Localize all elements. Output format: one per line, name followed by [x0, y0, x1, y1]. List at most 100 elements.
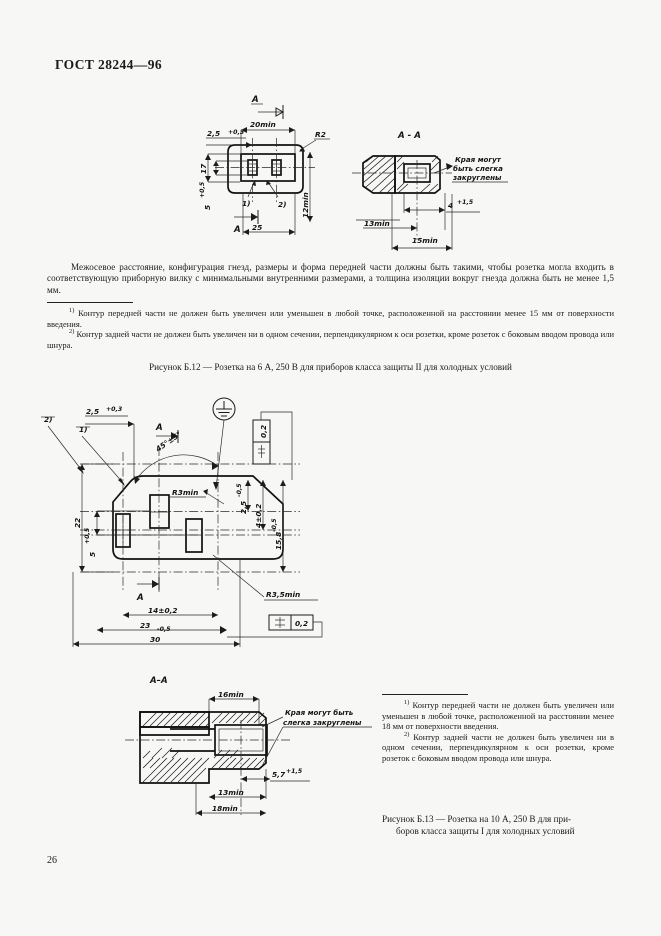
- b13-section-arrow-a-top: A: [155, 423, 179, 443]
- footnote-bottom-1: 1) Контур передней части не должен быть …: [382, 699, 615, 732]
- dim-4-tolerance: +1,5: [457, 199, 473, 206]
- dim-23-tol: -0,5: [157, 626, 171, 633]
- b13-tolerance-frame-vertical: 0,2: [252, 411, 293, 480]
- dim-16min: 16min: [218, 690, 244, 699]
- dim-20min: 20min: [250, 120, 276, 129]
- footnotes-bottom-block: 1) Контур передней части не должен быть …: [382, 699, 615, 764]
- footnote-bottom-2-marker: 2): [404, 730, 410, 738]
- main-paragraph: Межосевое расстояние, конфигурация гнезд…: [47, 262, 614, 295]
- b13-dim-23: 23 -0,5: [97, 621, 227, 634]
- b13aa-dim-16min: 16min: [208, 690, 260, 735]
- parallelism-symbol-icon: [258, 445, 265, 458]
- dim-4-b13: 4±0,2: [254, 504, 263, 528]
- dim-4: 4: [448, 201, 453, 210]
- b13-dim-14: 14±0,2: [123, 606, 218, 618]
- b13-balloon-2: 2): [41, 415, 84, 474]
- note-line-3: закруглены: [452, 173, 502, 182]
- main-paragraph-block: Межосевое расстояние, конфигурация гнезд…: [47, 262, 614, 296]
- dim-r3-5min: R3,5min: [266, 590, 300, 599]
- page-number: 26: [47, 855, 57, 866]
- dim-5-7: 5,7: [272, 770, 286, 779]
- b13aa-note-line-2: слегка закруглены: [283, 718, 362, 727]
- b12-dim-17: 17: [199, 153, 240, 183]
- b13-label-a-top: A: [155, 423, 163, 433]
- b13-dim-2-5: 2,5 +0,3: [85, 406, 135, 478]
- dim-5-tol-b13: +0,5: [84, 528, 91, 544]
- section-arrow-a-bottom: A: [233, 210, 259, 235]
- running-head: ГОСТ 28244—96: [55, 57, 162, 72]
- b13-dim-22: 22: [73, 463, 113, 573]
- dim-2-5b: 2,5: [239, 501, 248, 514]
- footnote-top-1-marker: 1): [69, 307, 75, 315]
- b12-dim-r2: R2: [299, 130, 330, 152]
- b13aa-dim-5-7: 5,7 +1,5: [241, 768, 310, 782]
- dim-5-b13: 5: [88, 552, 97, 557]
- b13aa-note-edges: Края могут быть слегка закруглены: [261, 708, 372, 767]
- figure-b13-section-aa: A–A 16min: [125, 676, 372, 816]
- label-section-a-a-top: A - A: [397, 131, 421, 141]
- b13-tolerance-frame-horizontal: 0,2: [227, 614, 323, 638]
- footnote-top-1-text: Контур передней части не должен быть уве…: [47, 308, 615, 329]
- b12-dim-20min: 20min: [240, 120, 296, 153]
- b13aa-dim-18min: 18min: [195, 783, 266, 816]
- b13aa-body: [125, 711, 290, 815]
- footnote-top-2: 2) Контур задней части не должен быть ув…: [47, 329, 614, 350]
- b13-dim-30: 30: [72, 560, 241, 647]
- b12-front-view: [215, 138, 315, 202]
- tolerance-value-horizontal: 0,2: [295, 619, 308, 628]
- footnote-top-2-text: Контур задней части не должен быть увели…: [47, 329, 614, 350]
- caption-b13-line1: Рисунок Б.13 — Розетка на 10 А, 250 В дл…: [382, 814, 572, 824]
- b12-balloon-1: 1): [242, 180, 256, 208]
- section-arrow-a-top: A: [251, 95, 285, 119]
- dim-30: 30: [150, 635, 160, 644]
- b13-dim-2-5-val: 2,5: [86, 407, 99, 416]
- dim-12min: 12min: [301, 192, 310, 218]
- footnotes-top-block: 1) Контур передней части не должен быть …: [47, 307, 615, 350]
- b12-section-aa: [352, 155, 452, 240]
- note-line-1: Края могут: [455, 155, 502, 164]
- figure-b12-drawing: A: [199, 95, 508, 251]
- b13-balloon-1-label: 1): [79, 425, 88, 434]
- b12-note-edges: Края могут быть слегка закруглены: [433, 155, 508, 183]
- dim-22: 22: [73, 518, 82, 528]
- footnote-bottom-1-text: Контур передней части не должен быть уве…: [382, 700, 615, 732]
- b13-dim-2-5b: 2,5 -0,5: [236, 480, 251, 514]
- dim-17: 17: [199, 163, 208, 174]
- b13-balloon-1: 1): [76, 425, 125, 486]
- b12-balloon-2: 2): [266, 180, 287, 209]
- b13-dim-4: 4±0,2: [254, 480, 266, 530]
- dim-18min: 18min: [212, 804, 238, 813]
- note-line-2: быть слегка: [453, 164, 503, 173]
- dim-13min: 13min: [218, 788, 244, 797]
- caption-b13: Рисунок Б.13 — Розетка на 10 А, 250 В дл…: [382, 813, 614, 837]
- b12-dim-4: 4 +1,5: [403, 193, 480, 230]
- dim-5-tolerance: +0,5: [199, 182, 206, 198]
- b12-dim-12min: 12min: [301, 152, 313, 222]
- dim-15-8-tol: -0,5: [271, 518, 278, 532]
- b12-dim-15min: 15min: [391, 194, 453, 251]
- footnote-bottom-1-marker: 1): [404, 699, 410, 707]
- dim-13min: 13min: [364, 219, 390, 228]
- b13aa-dim-13min: 13min: [209, 769, 267, 800]
- footnote-bottom-2: 2) Контур задней части не должен быть ув…: [382, 730, 614, 764]
- dim-15min: 15min: [412, 236, 438, 245]
- b12-dim-13min: 13min: [356, 219, 417, 231]
- label-section-a-bottom: A: [233, 225, 241, 235]
- b13aa-note-line-1: Края могут быть: [285, 708, 354, 717]
- b13-dim-r3min: R3min: [170, 488, 225, 505]
- b13-label-a-bottom: A: [136, 593, 144, 603]
- b13-balloon-2-label: 2): [44, 415, 53, 424]
- dim-15-8: 15,8: [274, 532, 283, 550]
- parallelism-symbol-icon-2: [275, 617, 285, 628]
- caption-b13-line2: боров класса защиты I для холодных услов…: [396, 826, 575, 836]
- dim-2-5: 2,5: [207, 129, 220, 138]
- b13-dim-r3-5min: R3,5min: [212, 554, 318, 601]
- dim-r2: R2: [315, 130, 326, 139]
- b13-section-aa-title: A–A: [149, 676, 168, 686]
- b12-dim-2-5: 2,5 +0,3: [206, 129, 252, 148]
- b13-dim-15-8: 15,8 -0,5: [271, 480, 286, 572]
- dim-14: 14±0,2: [148, 606, 178, 615]
- balloon-1: 1): [242, 199, 251, 208]
- b12-dim-5: 5 +0,5: [199, 160, 247, 210]
